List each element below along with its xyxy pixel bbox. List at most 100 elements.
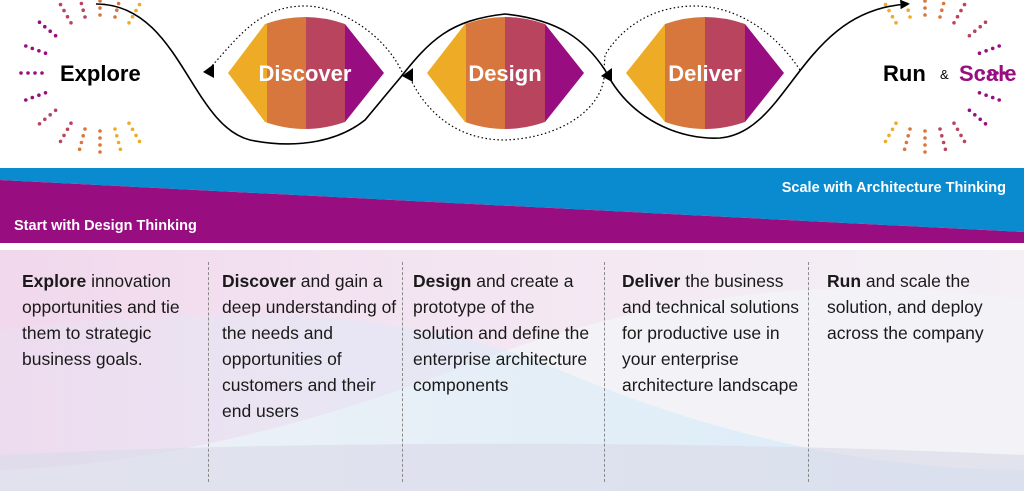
decorative-dot [984,49,988,53]
decorative-dot [959,133,963,138]
architecture-band-label: Scale with Architecture Thinking [782,180,1006,196]
decorative-dot [130,127,135,132]
decorative-dot [127,21,131,25]
decorative-dot [98,136,102,140]
decorative-dot [908,15,912,19]
decorative-dot [98,0,102,3]
decorative-dot [977,51,982,55]
design-band [0,180,1024,243]
decorative-dot [127,121,131,125]
decorative-dot [894,21,898,25]
decorative-dot [98,143,102,147]
decorative-dot [53,33,58,38]
decorative-dot [923,6,927,10]
decorative-dot [62,8,66,13]
scale-label: Scale [959,61,1017,86]
decorative-dot [98,6,102,10]
decorative-dot [115,134,119,138]
column-run-text: and scale the solution, and deploy acros… [827,271,984,343]
decorative-dot [130,14,135,19]
process-flow-line [95,0,910,145]
decorative-dot [113,127,117,131]
decorative-dot [98,13,102,17]
decorative-dot [990,95,995,100]
decorative-dot [890,14,895,19]
decorative-dot [24,44,28,48]
decorative-dot [62,133,66,138]
decorative-dot [81,134,85,138]
decorative-dot [58,139,63,144]
column-explore-text: innovation opportunities and tie them to… [22,271,180,369]
column-deliver-text: the business and technical solutions for… [622,271,800,395]
decorative-dot [53,108,58,113]
decorative-dot [81,8,85,12]
decorative-dot [115,8,119,12]
decorative-dot [43,117,47,122]
phase-label-design: Design [468,61,541,86]
decorative-dot [137,2,142,7]
decorative-dot [984,93,988,97]
decorative-dot [983,122,988,126]
decorative-dot [904,140,909,145]
decorative-dot [58,2,63,7]
decorative-dot [65,14,70,19]
architecture-band [0,168,1024,232]
decorative-dot [48,29,52,33]
decorative-dot [923,150,927,154]
decorative-dot [981,71,985,75]
run-label: Run [883,61,926,86]
decorative-dot [48,113,52,117]
column-design: Design and create a prototype of the sol… [413,268,598,468]
decorative-dot [988,71,992,75]
decorative-dot [69,121,73,125]
return-arrow-3 [601,68,612,82]
decorative-dot [940,134,944,138]
decorative-dot [959,8,963,13]
column-discover-text: and gain a deep understanding of the nee… [222,271,397,421]
decorative-dot [938,15,942,19]
decorative-dot [883,2,888,7]
column-divider-2 [402,262,403,482]
decorative-dot [137,139,142,144]
decorative-dot [902,147,907,152]
discover-lens [228,17,384,129]
decorative-dot [1002,71,1006,75]
decorative-dot [995,71,999,75]
decorative-dot [37,93,41,97]
column-run: Run and scale the solution, and deploy a… [827,268,1007,468]
column-divider-1 [208,262,209,482]
return-arrow-2 [402,68,413,82]
decorative-dot [894,121,898,125]
decorative-dot [952,121,956,125]
explore-label: Explore [60,61,141,86]
decorative-dot [923,143,927,147]
decorative-dot [923,13,927,17]
decorative-dot [908,127,912,131]
phase-label-discover: Discover [259,61,352,86]
decorative-dot [19,71,23,75]
decorative-dot [955,14,960,19]
decorative-dot [938,127,942,131]
decorative-dot [941,1,946,6]
column-divider-4 [808,262,809,482]
scale-dot-arcs [883,0,1006,154]
background-waves [0,250,1024,491]
decorative-dot [77,147,82,152]
decorative-dot [941,140,946,145]
decorative-dot [978,117,982,122]
decorative-dot [40,71,44,75]
decorative-dot [83,127,87,131]
decorative-dot [30,95,35,100]
decorative-dot [43,24,47,29]
decorative-dot [30,46,35,51]
decorative-dot [923,0,927,3]
column-explore-bold: Explore [22,271,87,291]
decorative-dot [978,24,982,29]
decorative-dot [113,15,117,19]
return-flow-line [209,5,801,141]
column-discover: Discover and gain a deep understanding o… [222,268,397,468]
decorative-dot [69,21,73,25]
decorative-dot [943,147,948,152]
